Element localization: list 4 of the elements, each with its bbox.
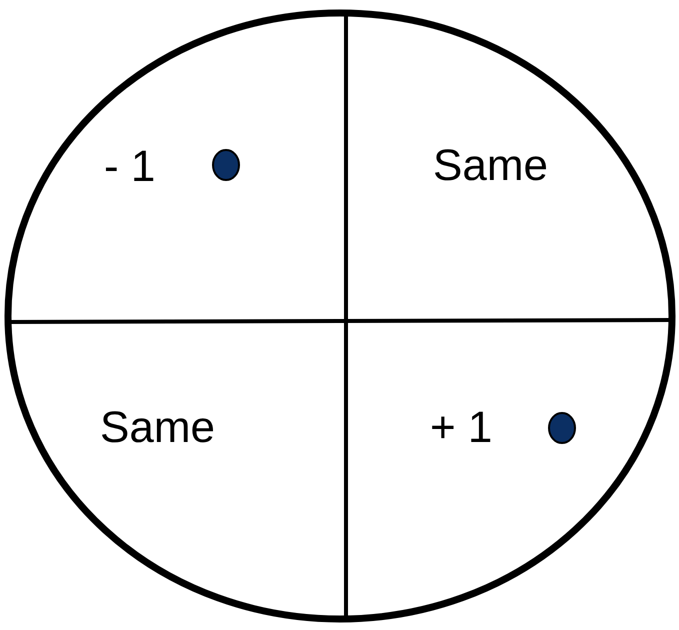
quadrant-label: Same	[100, 406, 215, 450]
quadrant-label: - 1	[104, 145, 156, 189]
quadrant-label: + 1	[430, 406, 492, 450]
quadrant-label: Same	[433, 144, 548, 188]
